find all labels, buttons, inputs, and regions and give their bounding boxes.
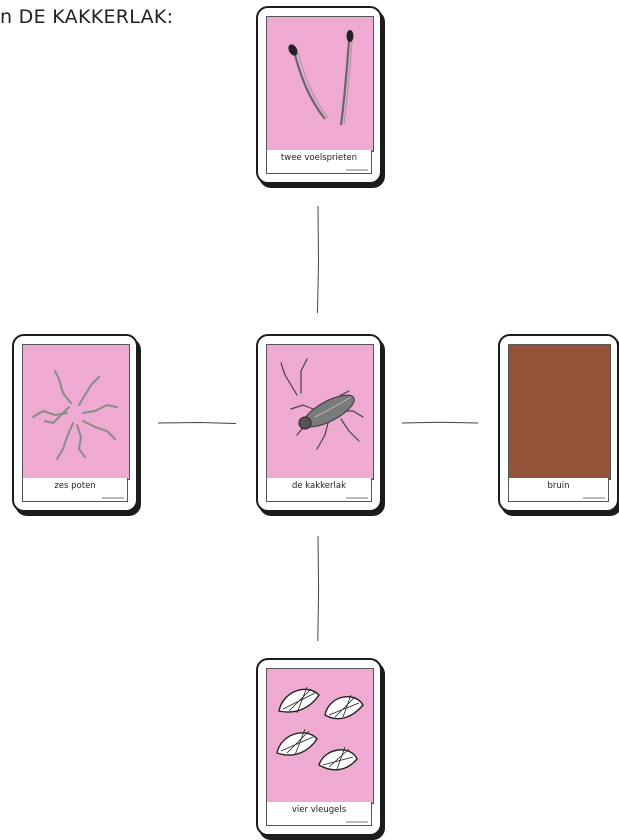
card-footnote (346, 821, 368, 823)
card-brown[interactable]: bruin (498, 334, 619, 512)
page-title: n DE KAKKERLAK: (0, 6, 174, 28)
card-caption: zes poten (22, 478, 128, 502)
card-image-brown (508, 344, 611, 480)
card-caption: vier vleugels (266, 802, 372, 826)
card-label: zes poten (54, 481, 96, 491)
card-image-cockroach (266, 344, 374, 480)
wings-icon (276, 686, 364, 771)
card-image-antennae (266, 16, 374, 152)
connector-bottom (317, 535, 320, 642)
antennae-icon (288, 30, 354, 126)
card-antennae[interactable]: twee voelsprieten (256, 6, 382, 184)
card-footnote (102, 497, 124, 499)
card-label: de kakkerlak (291, 481, 347, 491)
card-image-wings (266, 668, 374, 804)
card-footnote (346, 497, 368, 499)
card-caption: de kakkerlak (266, 478, 372, 502)
card-label: bruin (547, 481, 570, 491)
cockroach-icon (280, 358, 364, 450)
card-label: twee voelsprieten (280, 153, 358, 163)
card-legs[interactable]: zes poten (12, 334, 138, 512)
card-footnote (346, 169, 368, 171)
connector-top (317, 205, 320, 314)
card-wings[interactable]: vier vleugels (256, 658, 382, 836)
card-cockroach[interactable]: de kakkerlak (256, 334, 382, 512)
card-image-legs (22, 344, 130, 480)
card-caption: twee voelsprieten (266, 150, 372, 174)
card-footnote (583, 497, 605, 499)
connector-left (157, 421, 237, 424)
legs-icon (32, 370, 118, 460)
card-caption: bruin (508, 478, 609, 502)
card-label: vier vleugels (291, 805, 347, 815)
connector-right (401, 421, 479, 424)
